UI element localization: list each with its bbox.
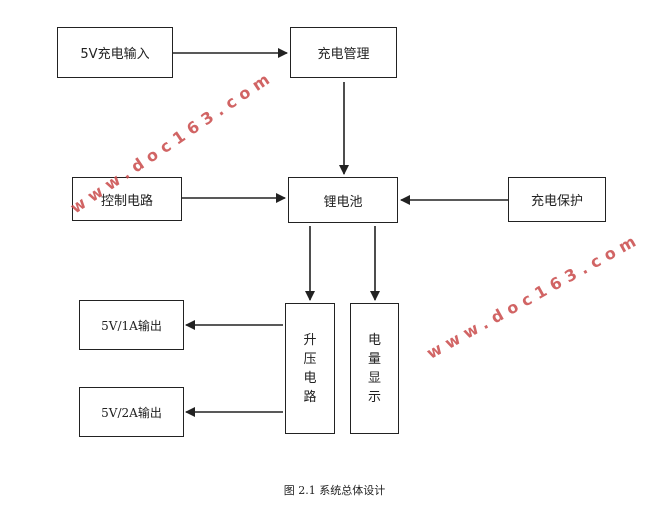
node-charge-management: 充电管理	[290, 27, 397, 78]
node-charge-input: 5V充电输入	[57, 27, 173, 78]
node-boost-circuit-char: 路	[303, 389, 317, 405]
node-output-2a: 5V/2A输出	[79, 387, 184, 437]
node-output-2a-label: 5V/2A输出	[101, 405, 162, 420]
node-charge-protection: 充电保护	[508, 177, 606, 222]
figure-caption: 图 2.1 系统总体设计	[283, 484, 386, 497]
node-control-circuit-label: 控制电路	[100, 193, 153, 209]
node-control-circuit: 控制电路	[72, 177, 182, 221]
node-boost-circuit-char: 电	[303, 370, 317, 386]
node-power-display-char: 量	[367, 351, 381, 367]
node-boost-circuit-char: 压	[303, 351, 317, 367]
node-lithium-battery: 锂电池	[288, 177, 398, 223]
node-output-1a-label: 5V/1A输出	[101, 318, 162, 333]
node-power-display-char: 显	[367, 370, 381, 386]
node-charge-protection-label: 充电保护	[530, 194, 583, 209]
node-boost-circuit: 升 压 电 路	[285, 303, 335, 434]
node-power-display-char: 示	[367, 389, 381, 405]
node-charge-input-label: 5V充电输入	[80, 47, 150, 62]
node-output-1a: 5V/1A输出	[79, 300, 184, 350]
node-power-display: 电 量 显 示	[350, 303, 399, 434]
node-charge-management-label: 充电管理	[317, 47, 370, 62]
node-boost-circuit-char: 升	[303, 332, 317, 348]
node-lithium-battery-label: 锂电池	[323, 194, 363, 210]
node-power-display-char: 电	[367, 332, 381, 348]
